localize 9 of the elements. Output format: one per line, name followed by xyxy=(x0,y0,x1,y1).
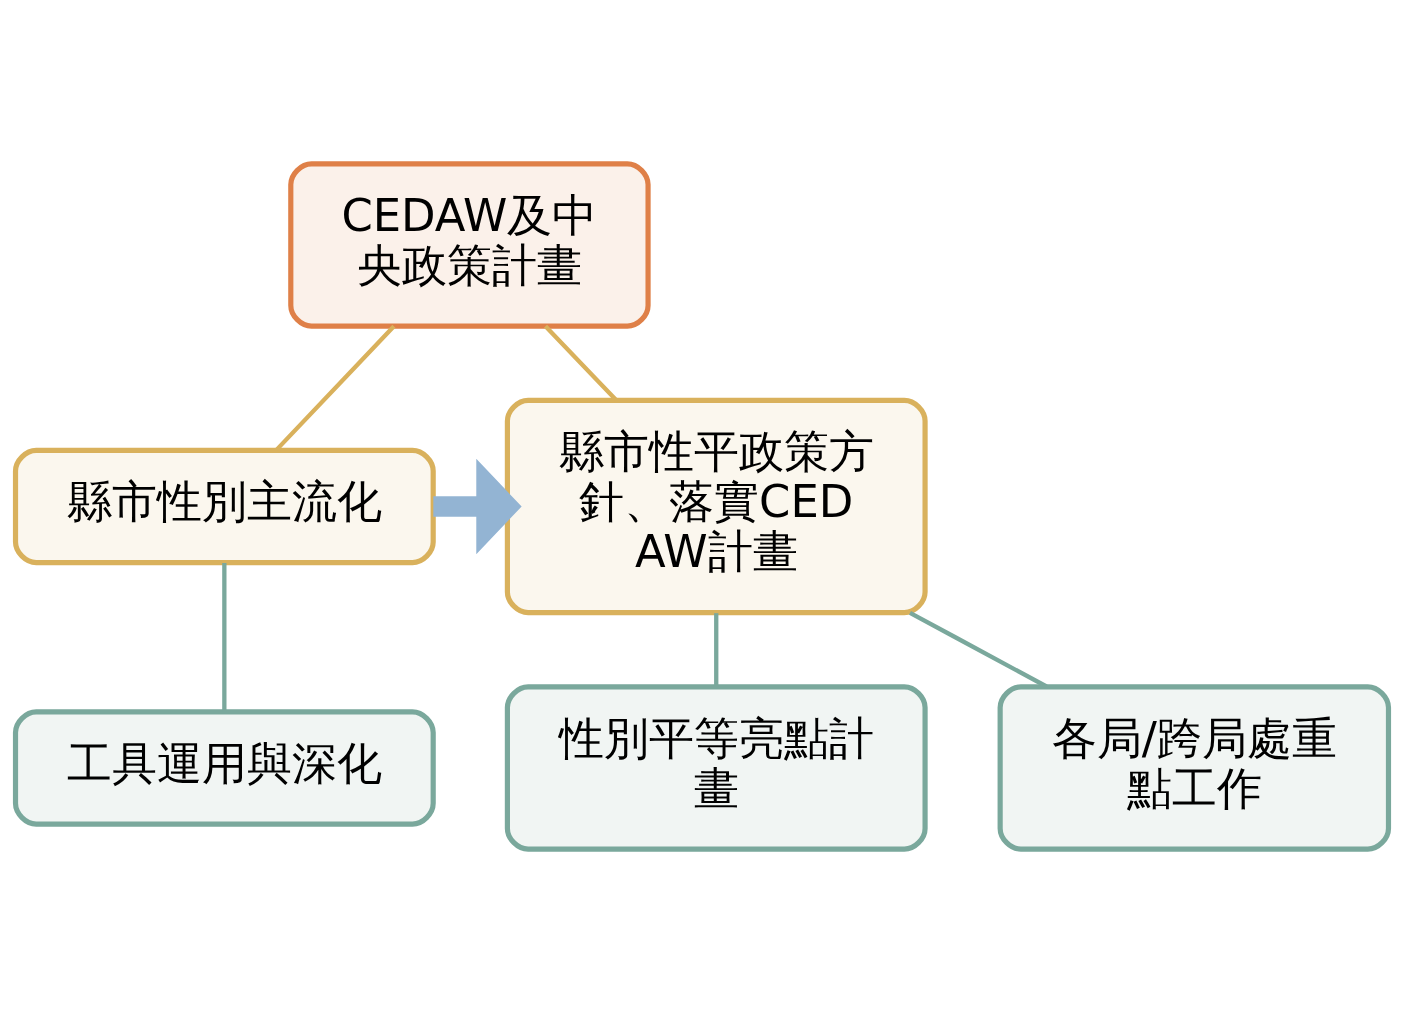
arrow xyxy=(433,458,522,555)
node-box: CEDAW及中央政策計畫 xyxy=(288,161,651,329)
node-box: 縣市性別主流化 xyxy=(12,447,436,566)
connector xyxy=(222,562,227,712)
node-box: 縣市性平政策方針、落實CEDAW計畫 xyxy=(504,397,928,616)
node-box: 各局/跨局處重點工作 xyxy=(997,684,1392,852)
connector xyxy=(714,613,719,687)
node-box: 工具運用與深化 xyxy=(12,709,436,827)
node-box: 性別平等亮點計畫 xyxy=(504,684,928,852)
